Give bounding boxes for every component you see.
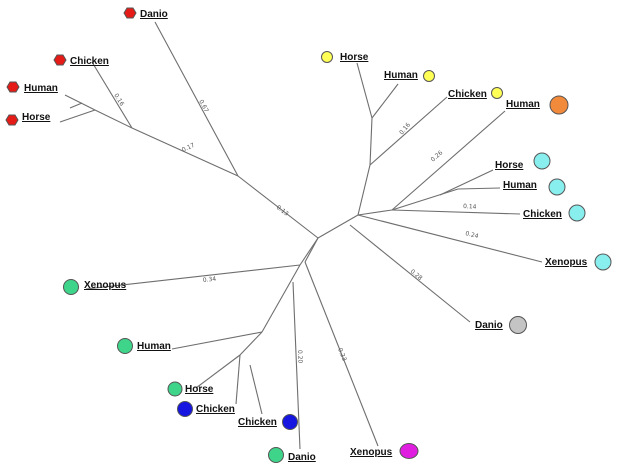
branch-blue-chicken-left (235, 354, 241, 405)
red-hexagon-danio-icon (123, 7, 137, 19)
branch-orange-human (391, 110, 506, 211)
green-circle-human-icon (117, 338, 133, 354)
branch-yellow-horse (356, 62, 373, 119)
leaf-label-green-horse: Horse (185, 384, 214, 395)
branch-cyan-horse (439, 169, 494, 196)
branch-cyan-node (391, 188, 459, 211)
leaf-label-cyan-xenopus: Xenopus (545, 257, 588, 268)
branch-green-danio (292, 281, 301, 450)
green-circle-horse-icon (167, 381, 183, 397)
branch-green-human (171, 331, 263, 350)
branch-label-gray-danio: 0.28 (409, 268, 424, 282)
branch-label-cyan-xenopus: 0.24 (465, 230, 480, 240)
leaf-label-red-danio: Danio (140, 9, 168, 20)
red-hexagon-horse-icon (5, 114, 19, 126)
branch-magenta-xenopus (304, 261, 379, 447)
leaf-label-yellow-human: Human (384, 70, 418, 81)
branch-red-danio (154, 21, 239, 177)
leaf-label-cyan-chicken: Chicken (523, 209, 562, 220)
leaf-label-green-human: Human (137, 341, 171, 352)
branch-yellow-human (371, 83, 399, 119)
yellow-circle-chicken-icon (491, 87, 503, 99)
leaf-label-magenta-xenopus: Xenopus (350, 447, 393, 458)
leaf-label-red-horse: Horse (22, 112, 51, 123)
branch-label-orange-human: 0.26 (430, 149, 445, 163)
leaf-label-blue-chicken-left: Chicken (196, 404, 235, 415)
leaf-label-orange-human: Human (506, 99, 540, 110)
green-circle-danio-icon (268, 447, 284, 463)
branch-label-red-stem: 0.13 (275, 204, 290, 218)
branch-label-red-group: 0.17 (181, 142, 196, 154)
leaf-label-gray-danio: Danio (475, 320, 503, 331)
branch-lower-inner (239, 331, 263, 356)
leaf-label-yellow-chicken: Chicken (448, 89, 487, 100)
leaf-label-cyan-horse: Horse (495, 160, 524, 171)
yellow-circle-human-icon (423, 70, 435, 82)
branch-green-horse (195, 354, 241, 389)
branch-red-human (64, 94, 96, 111)
branch-red-inner (94, 109, 133, 129)
branch-red-chicken (91, 61, 133, 129)
branch-red-group (131, 127, 239, 177)
leaf-markers (5, 7, 612, 463)
orange-circle-human-icon (549, 95, 569, 115)
branch-length-labels: 0.67 0.17 0.16 0.13 0.16 0.26 0.14 0.24 … (112, 92, 479, 363)
branch-lower-node (261, 264, 301, 333)
gray-circle-danio-icon (509, 316, 527, 334)
leaf-label-blue-chicken-right: Chicken (238, 417, 277, 428)
leaf-label-red-chicken: Chicken (70, 56, 109, 67)
branch-red-horse (59, 109, 96, 123)
cyan-circle-human-icon (548, 178, 566, 196)
leaf-label-yellow-horse: Horse (340, 52, 369, 63)
cyan-circle-xenopus-icon (594, 253, 612, 271)
branch-label-green-danio: 0.20 (296, 350, 303, 364)
cyan-circle-horse-icon (533, 152, 551, 170)
branch-red-tick (69, 102, 83, 109)
branch-yellow-chicken (369, 96, 448, 166)
branch-center-right (317, 214, 359, 239)
branch-label-green-xenopus: 0.34 (202, 276, 216, 284)
branch-label-cyan-chicken: 0.14 (463, 203, 477, 211)
branch-cyan-chicken (391, 209, 521, 215)
blue-circle-chicken-right-icon (282, 414, 298, 430)
branch-gray-danio (349, 224, 471, 323)
leaf-labels: Danio Chicken Human Horse Horse Human Ch… (22, 9, 588, 463)
green-circle-xenopus-icon (63, 279, 79, 295)
branch-right-cyan-stem (357, 209, 393, 216)
branch-right-yellow-stem (357, 164, 371, 216)
leaf-label-cyan-human: Human (503, 180, 537, 191)
branch-blue-chicken-right (249, 364, 263, 415)
branch-cyan-human (457, 187, 501, 190)
magenta-ellipse-xenopus-icon (399, 443, 419, 459)
leaf-label-green-xenopus: Xenopus (84, 280, 127, 291)
blue-circle-chicken-left-icon (177, 401, 193, 417)
tree-branches (59, 21, 543, 450)
branch-cyan-xenopus (357, 214, 543, 263)
leaf-label-red-human: Human (24, 83, 58, 94)
cyan-circle-chicken-icon (568, 204, 586, 222)
red-hexagon-human-icon (6, 81, 20, 93)
branch-label-red-chicken: 0.16 (112, 92, 125, 107)
yellow-circle-horse-icon (321, 51, 333, 63)
branch-yellow-node (369, 117, 373, 166)
red-hexagon-chicken-icon (53, 54, 67, 66)
leaf-label-green-danio: Danio (288, 452, 316, 463)
branch-center-lower2 (304, 237, 319, 263)
branch-green-xenopus (85, 264, 301, 290)
branch-label-red-danio: 0.67 (197, 99, 210, 114)
branch-label-magenta-xenopus: 0.23 (336, 347, 348, 362)
branch-center-red-stem (237, 175, 319, 239)
